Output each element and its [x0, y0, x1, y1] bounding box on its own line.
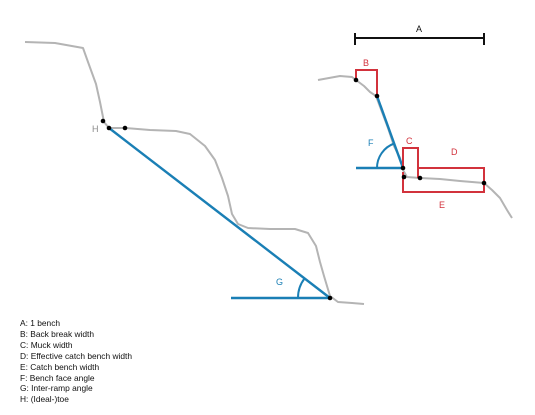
dimension-a-label: A — [416, 24, 422, 34]
inter-ramp-angle-arc — [296, 277, 306, 299]
bench-toe-point — [400, 165, 406, 171]
toe-label: H — [92, 124, 99, 134]
catch-bench-label: E — [439, 200, 445, 210]
legend-item-g: G: Inter-ramp angle — [20, 383, 93, 394]
inter-ramp-line — [108, 127, 331, 299]
inter-ramp-angle-label: G — [276, 277, 283, 287]
bench-crest-point — [353, 77, 359, 83]
muck-bracket — [402, 147, 419, 178]
crest-point — [122, 125, 128, 131]
legend-item-e: E: Catch bench width — [20, 361, 100, 372]
muck-label: C — [406, 136, 413, 146]
bench-face-angle-label: F — [368, 138, 374, 148]
bench-detail-figure: A F B C D E — [317, 24, 513, 219]
legend-item-a: A: 1 bench — [20, 318, 61, 328]
legend-item-f: F: Bench face angle — [20, 372, 95, 383]
legend-item-h: H: (Ideal-)toe — [20, 394, 69, 405]
muck-edge-point — [417, 175, 423, 181]
legend: A: 1 bench B: Back break width C: Muck w… — [20, 318, 280, 405]
bench-face-line — [375, 95, 405, 169]
ramp-bottom-point — [327, 295, 333, 301]
effective-catch-bracket — [418, 167, 485, 183]
toe-point — [106, 125, 112, 131]
back-break-bracket — [355, 69, 378, 96]
toe-point-upper — [100, 118, 106, 124]
catch-bench-bracket — [402, 172, 485, 193]
bench-face-angle-arc — [375, 142, 395, 169]
inter-ramp-slope-figure: H G — [24, 41, 365, 305]
muck-toe-point — [401, 174, 407, 180]
legend-item-d: D: Effective catch bench width — [20, 350, 133, 361]
back-break-label: B — [363, 58, 369, 68]
terrain-profile-left — [24, 41, 365, 305]
legend-item-b: B: Back break width — [20, 328, 95, 339]
legend-item-c: C: Muck width — [20, 339, 73, 350]
face-top-point — [374, 93, 380, 99]
effective-catch-label: D — [451, 147, 458, 157]
bench-edge-point — [481, 180, 487, 186]
